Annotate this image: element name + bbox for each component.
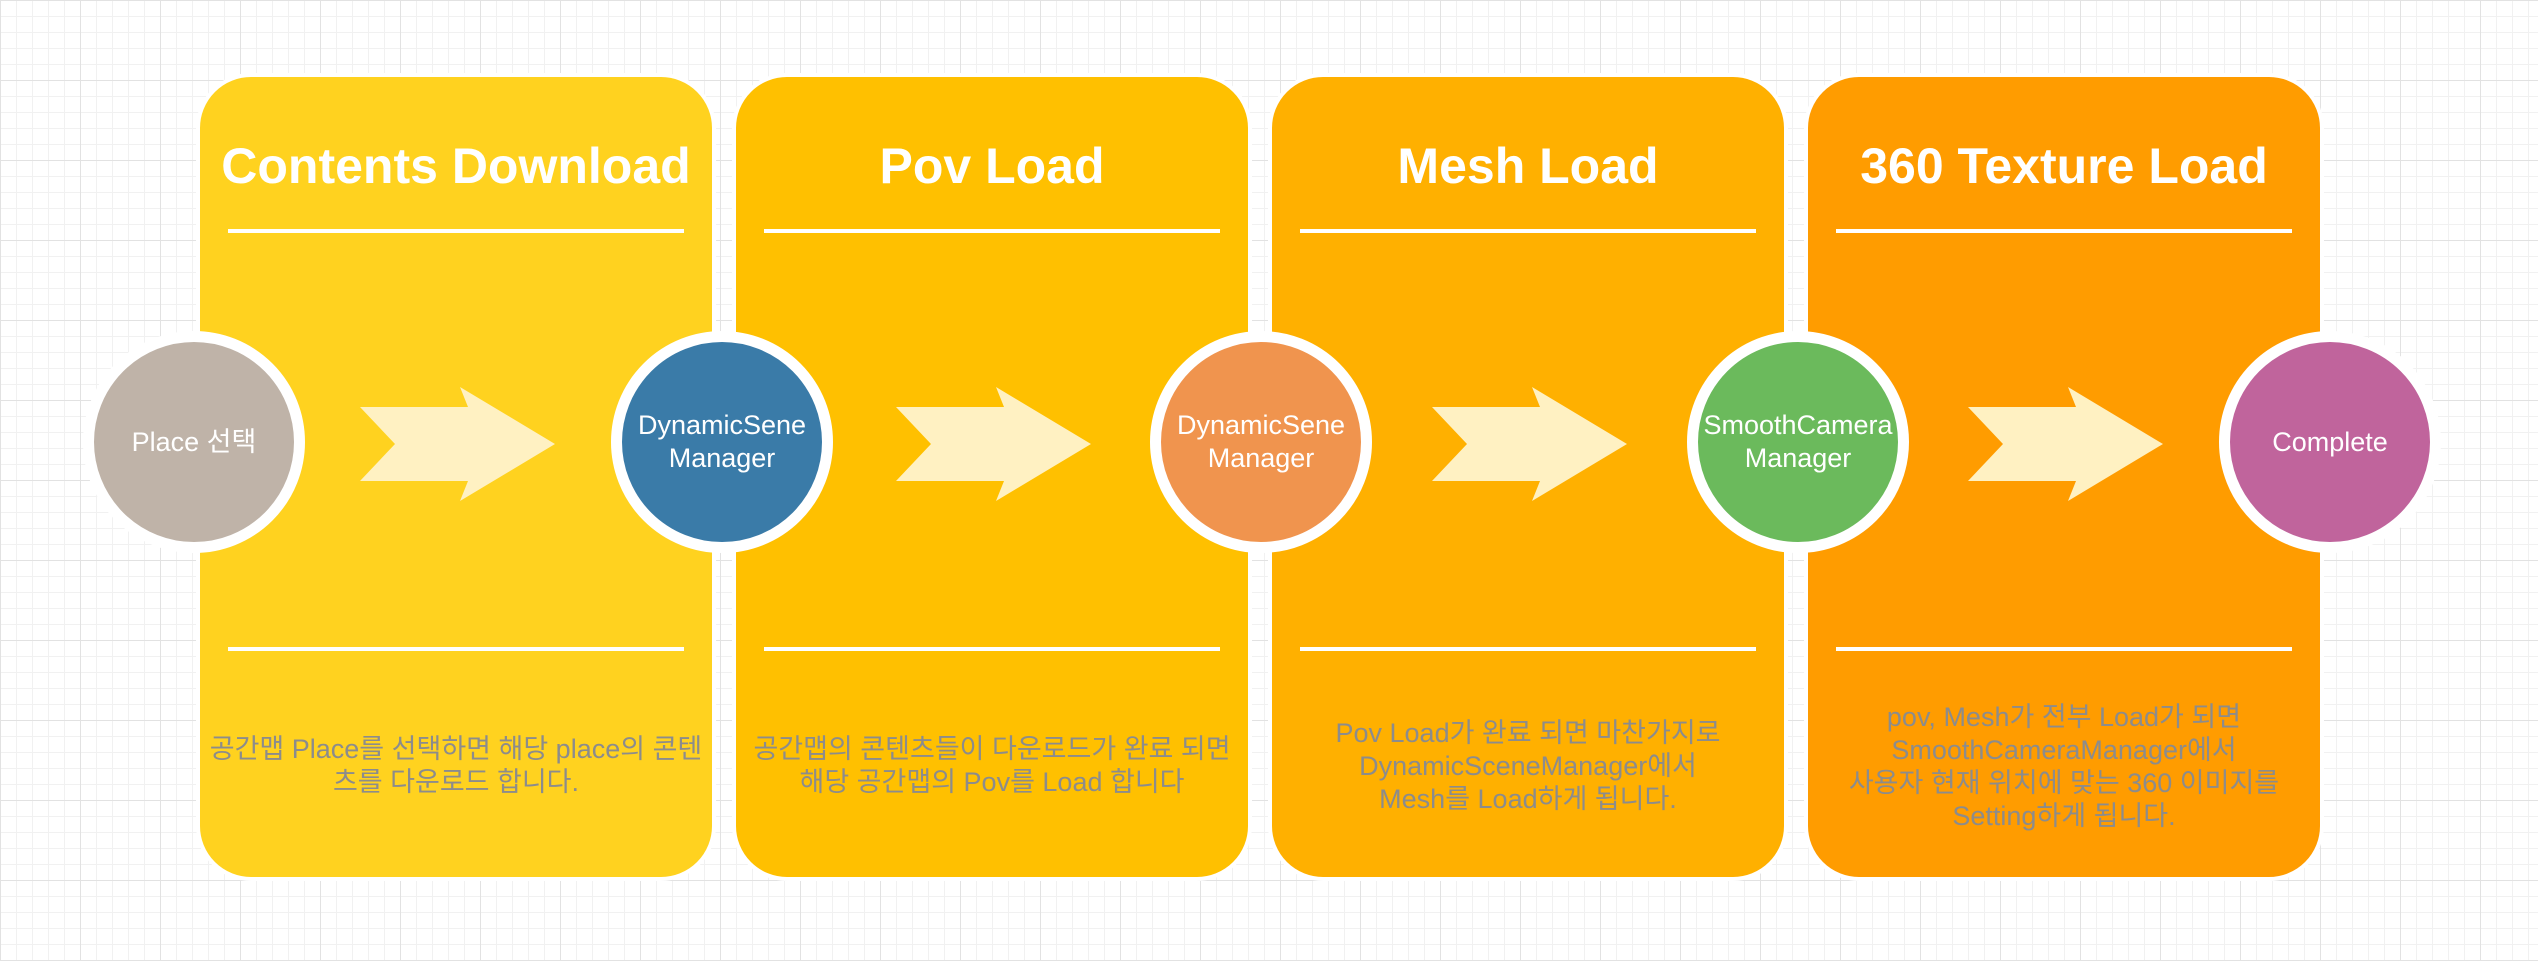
- arrow-right-icon: [896, 387, 1091, 501]
- stage-description: 공간맵의 콘텐츠들이 다운로드가 완료 되면 해당 공간맵의 Pov를 Load…: [753, 734, 1231, 797]
- stage-description: pov, Mesh가 전부 Load가 되면 SmoothCameraManag…: [1848, 702, 2280, 831]
- stage-divider-top: [764, 229, 1220, 233]
- node-dynamic-scene-manager-pov: DynamicSene Manager: [611, 331, 833, 553]
- stage-divider-bottom: [1836, 647, 2292, 651]
- stage-divider-top: [1300, 229, 1756, 233]
- node-label: DynamicSene Manager: [637, 410, 807, 473]
- arrow-right-icon: [1968, 387, 2163, 501]
- node-label: Place 선택: [131, 426, 257, 457]
- node-smooth-camera-manager: SmoothCamera Manager: [1687, 331, 1909, 553]
- node-complete: Complete: [2219, 331, 2441, 553]
- stage-divider-top: [228, 229, 684, 233]
- arrow-right-icon: [360, 387, 555, 501]
- stage-description: Pov Load가 완료 되면 마찬가지로 DynamicSceneManage…: [1335, 718, 1721, 814]
- node-place-select: Place 선택: [83, 331, 305, 553]
- node-label: Complete: [2272, 426, 2388, 457]
- stage-divider-bottom: [228, 647, 684, 651]
- stage-title: Mesh Load: [1397, 138, 1659, 194]
- node-dynamic-scene-manager-mesh: DynamicSene Manager: [1150, 331, 1372, 553]
- stage-description: 공간맵 Place를 선택하면 해당 place의 콘텐 츠를 다운로드 합니다…: [209, 734, 703, 797]
- stage-title: 360 Texture Load: [1860, 138, 2268, 194]
- node-label: DynamicSene Manager: [1176, 410, 1346, 473]
- stage-divider-bottom: [1300, 647, 1756, 651]
- stage-divider-bottom: [764, 647, 1220, 651]
- node-label: SmoothCamera Manager: [1703, 410, 1893, 473]
- arrow-right-icon: [1432, 387, 1627, 501]
- stage-title: Pov Load: [879, 138, 1105, 194]
- stage-title: Contents Download: [221, 138, 691, 194]
- stage-divider-top: [1836, 229, 2292, 233]
